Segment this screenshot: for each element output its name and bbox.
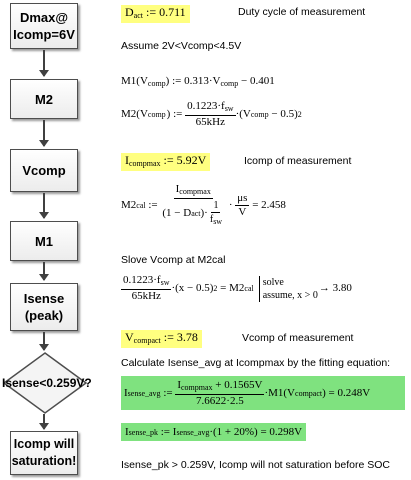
conclusion-text: Isense_pk > 0.259V, Icomp will not satur… bbox=[121, 459, 390, 471]
flow-arrow bbox=[39, 332, 49, 351]
flow-box-m1: M1 bbox=[10, 221, 78, 261]
dact-note: Duty cycle of measurement bbox=[238, 6, 366, 18]
flow-decision-diamond bbox=[2, 352, 88, 414]
flow-decision-label: Isense<0.259V? bbox=[2, 376, 92, 390]
solve-label: Slove Vcomp at M2cal bbox=[121, 254, 226, 266]
flow-arrow bbox=[39, 193, 49, 219]
calc-label: Calculate Isense_avg at Icompmax by the … bbox=[121, 357, 391, 369]
vcompact-note: Vcomp of measurement bbox=[242, 332, 354, 344]
dact-definition: Dact := 0.711 bbox=[121, 5, 190, 23]
flow-box-isense: Isense (peak) bbox=[10, 283, 78, 331]
icompmax-definition: Icompmax := 5.92V bbox=[121, 153, 211, 171]
vcompact-definition: Vcompact := 3.78 bbox=[121, 330, 202, 348]
flow-box-dmax: Dmax@ Icomp=6V bbox=[10, 3, 78, 49]
assume-text: Assume 2V<Vcomp<4.5V bbox=[121, 40, 242, 52]
flow-box-m2: M2 bbox=[10, 79, 78, 119]
flow-arrow bbox=[39, 262, 49, 281]
m1-equation: M1(Vcomp) := 0.313·Vcomp − 0.401 bbox=[121, 75, 275, 88]
flow-arrow bbox=[39, 50, 49, 77]
flow-arrow bbox=[39, 120, 49, 147]
flow-box-vcomp: Vcomp bbox=[10, 149, 78, 192]
flow-box-saturation: Icomp will saturation! bbox=[10, 431, 78, 475]
flow-arrow bbox=[39, 414, 49, 430]
icompmax-note: Icomp of measurement bbox=[244, 155, 352, 167]
